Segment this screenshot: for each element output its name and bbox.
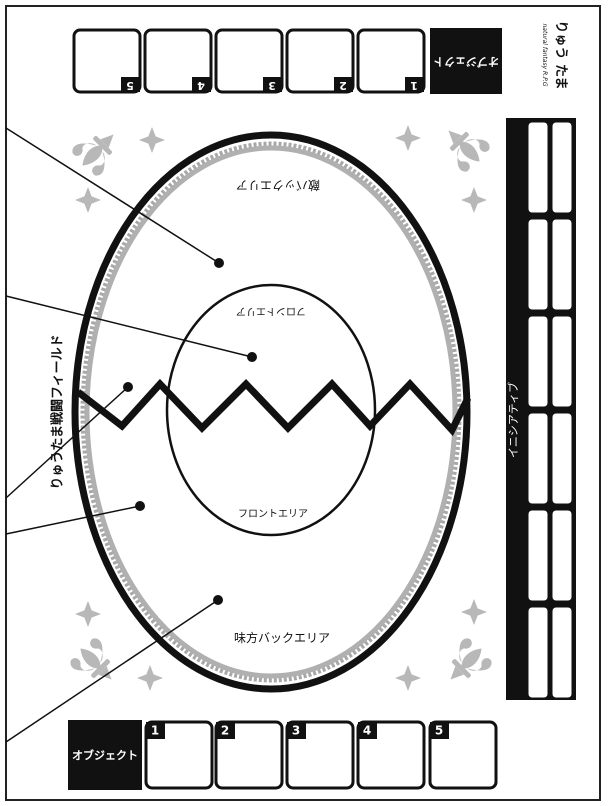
star-ornament-icon bbox=[395, 125, 421, 151]
initiative-cell[interactable] bbox=[552, 510, 572, 601]
bottom-object-row: オブジェクト 1 2 3 4 5 bbox=[68, 720, 496, 790]
ally-back-area-label: 味方バックエリア bbox=[234, 630, 330, 645]
initiative-cell[interactable] bbox=[528, 122, 548, 213]
top-slot-number: 5 bbox=[126, 79, 134, 92]
bottom-slot-number: 4 bbox=[363, 724, 371, 738]
logo-main: りゅう たま bbox=[553, 20, 568, 89]
bottom-slot-number: 3 bbox=[292, 724, 300, 738]
logo-sub: natural fantasy R.P.G bbox=[541, 24, 548, 87]
top-slot-number: 3 bbox=[268, 79, 276, 92]
bottom-slot-number: 5 bbox=[435, 724, 443, 738]
star-ornament-icon bbox=[461, 599, 487, 625]
ally-front-area-label: フロントエリア bbox=[238, 509, 308, 520]
initiative-cell[interactable] bbox=[528, 510, 548, 601]
top-slot-number: 2 bbox=[339, 79, 347, 92]
initiative-cell[interactable] bbox=[528, 413, 548, 504]
bottom-object-slot[interactable]: 2 bbox=[216, 722, 282, 788]
top-object-slot[interactable]: 3 bbox=[216, 30, 282, 92]
enemy-front-area-label: フロントエリア bbox=[236, 305, 306, 316]
fleur-de-lis-icon bbox=[437, 635, 495, 693]
bottom-slot-number: 1 bbox=[151, 724, 159, 738]
bottom-object-slot[interactable]: 3 bbox=[287, 722, 353, 788]
enemy-back-area-label: 敵バックエリア bbox=[236, 178, 320, 193]
star-ornament-icon bbox=[75, 601, 101, 627]
initiative-cell[interactable] bbox=[552, 122, 572, 213]
bottom-object-slot[interactable]: 1 bbox=[146, 722, 212, 788]
bottom-object-label: オブジェクト bbox=[72, 748, 138, 762]
top-object-slot[interactable]: 1 bbox=[358, 30, 424, 92]
initiative-cell[interactable] bbox=[552, 607, 572, 698]
initiative-cell[interactable] bbox=[552, 413, 572, 504]
top-object-slot[interactable]: 2 bbox=[287, 30, 353, 92]
top-object-label: オブジェクト bbox=[433, 55, 499, 69]
top-slot-number: 1 bbox=[410, 79, 418, 92]
initiative-track: イニシアティブ bbox=[506, 118, 576, 700]
star-ornament-icon bbox=[75, 187, 101, 213]
bottom-object-slot[interactable]: 4 bbox=[358, 722, 424, 788]
initiative-cell[interactable] bbox=[528, 219, 548, 310]
initiative-cell[interactable] bbox=[552, 316, 572, 407]
top-object-row: オブジェクト 1 2 3 4 5 bbox=[74, 28, 502, 94]
bottom-slot-number: 2 bbox=[221, 724, 229, 738]
initiative-cell[interactable] bbox=[552, 219, 572, 310]
fleur-de-lis-icon bbox=[67, 635, 125, 693]
initiative-cell[interactable] bbox=[528, 316, 548, 407]
fleur-de-lis-icon bbox=[69, 121, 127, 179]
initiative-label: イニシアティブ bbox=[506, 382, 520, 458]
fleur-de-lis-icon bbox=[435, 117, 493, 175]
initiative-cell[interactable] bbox=[528, 607, 548, 698]
star-ornament-icon bbox=[395, 665, 421, 691]
star-ornament-icon bbox=[139, 127, 165, 153]
top-slot-number: 4 bbox=[197, 79, 205, 92]
star-ornament-icon bbox=[137, 665, 163, 691]
field-title: りゅうたま戦闘フィールド bbox=[50, 334, 66, 489]
top-object-slot[interactable]: 4 bbox=[145, 30, 211, 92]
bottom-object-slot[interactable]: 5 bbox=[430, 722, 496, 788]
star-ornament-icon bbox=[461, 187, 487, 213]
logo: りゅう たま natural fantasy R.P.G bbox=[541, 20, 568, 89]
top-object-slot[interactable]: 5 bbox=[74, 30, 140, 92]
